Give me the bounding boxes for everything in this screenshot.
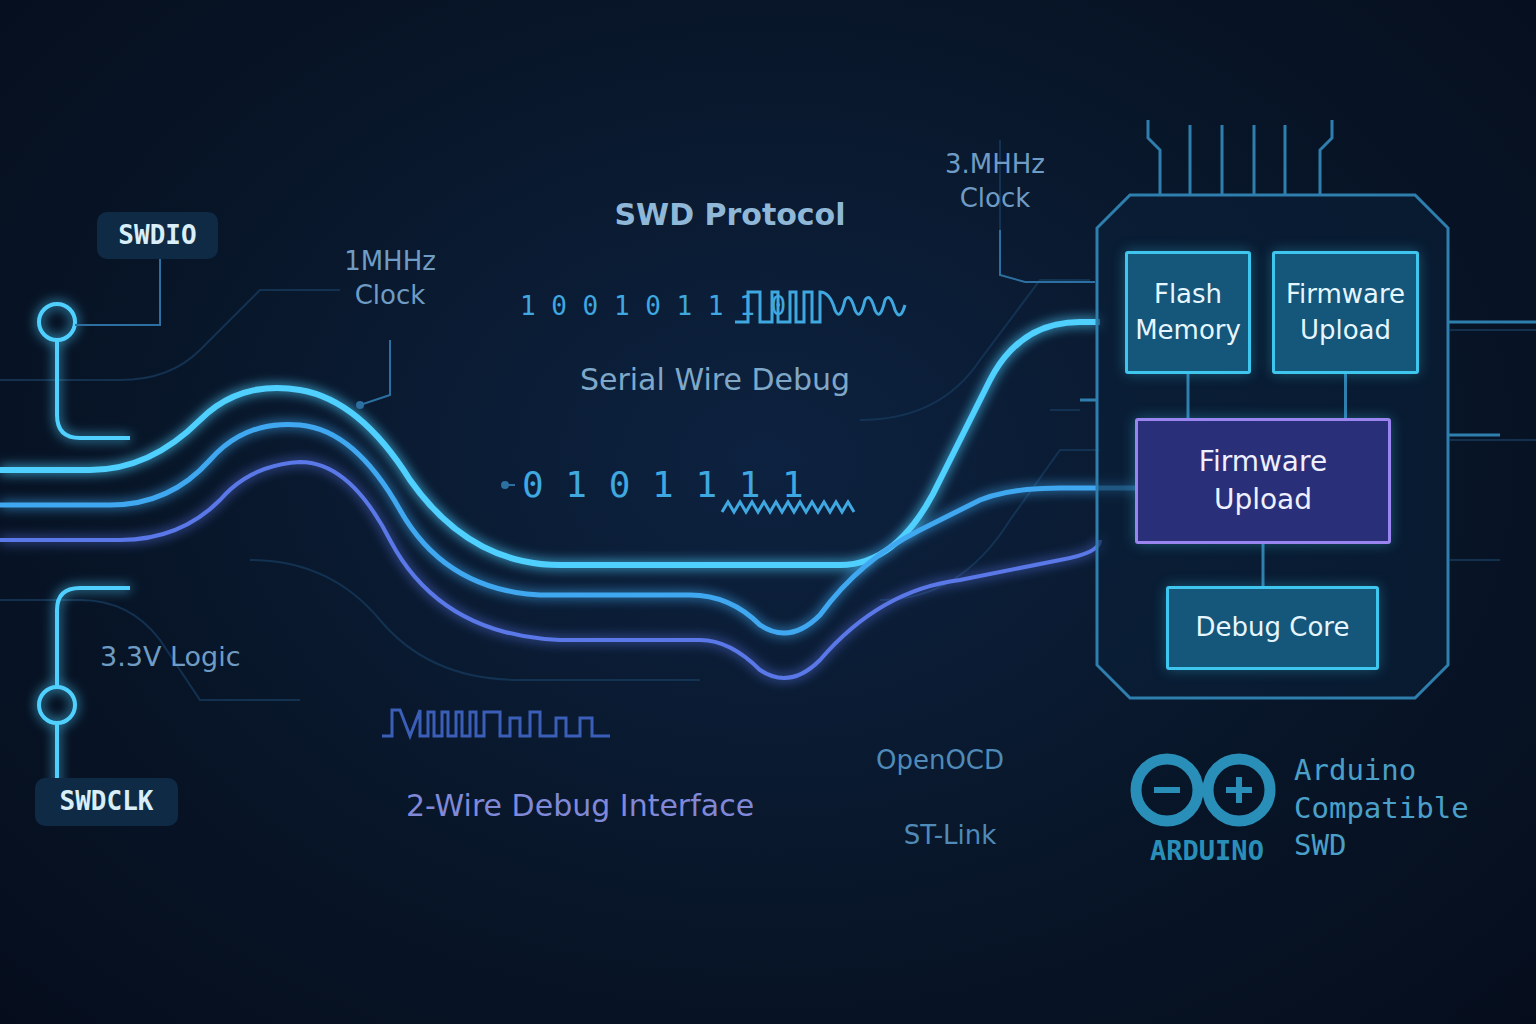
connector-line	[1344, 374, 1347, 418]
background-traces	[0, 140, 1536, 700]
upload-block: Firmware Upload	[1272, 251, 1419, 374]
connector-line	[1187, 374, 1190, 418]
bit-stream: 1 0 0 1 0 1 1 1 0	[520, 290, 720, 324]
node-text: Debug Core	[1196, 610, 1350, 645]
bit-stream: 0 1 0 1 1 1 1	[522, 462, 722, 509]
signal-tag: SWDCLK	[35, 778, 178, 826]
interface-label: 2-Wire Debug Interface	[390, 786, 770, 825]
pin-circles	[39, 304, 130, 790]
waveforms	[722, 292, 905, 512]
tool-label: ST-Link	[880, 819, 1020, 853]
signal-wires	[0, 322, 1145, 678]
chip-outline	[1080, 120, 1536, 698]
node-text: Firmware Upload	[1283, 277, 1408, 347]
protocol-label: Serial Wire Debug	[560, 360, 870, 399]
tool-label: OpenOCD	[860, 744, 1020, 778]
memory-block: Flash Memory	[1125, 251, 1251, 374]
connector	[1188, 374, 1189, 418]
node-text: SWDCLK	[60, 784, 154, 819]
signal-tag: SWDIO	[97, 212, 218, 259]
protocol-heading: SWD Protocol	[580, 195, 880, 234]
upload-block-highlight: Firmware Upload	[1135, 418, 1391, 544]
debug-core-block: Debug Core	[1166, 586, 1379, 670]
connector	[1345, 374, 1346, 418]
leader-lines	[75, 230, 1095, 485]
clock-label: 3.MHHz Clock	[930, 148, 1060, 216]
node-text: SWDIO	[118, 218, 196, 253]
waveform	[382, 710, 610, 736]
compat-label: Arduino Compatible SWD	[1294, 752, 1509, 865]
brand-label: ARDUINO	[1122, 833, 1292, 868]
connector-line	[1262, 544, 1265, 586]
arduino-logo	[1136, 759, 1270, 821]
voltage-label: 3.3V Logic	[100, 639, 300, 674]
clock-label: 1MHHz Clock	[320, 245, 460, 313]
connector	[1263, 544, 1264, 586]
node-text: Flash Memory	[1135, 277, 1241, 347]
node-text: Firmware Upload	[1146, 443, 1380, 519]
